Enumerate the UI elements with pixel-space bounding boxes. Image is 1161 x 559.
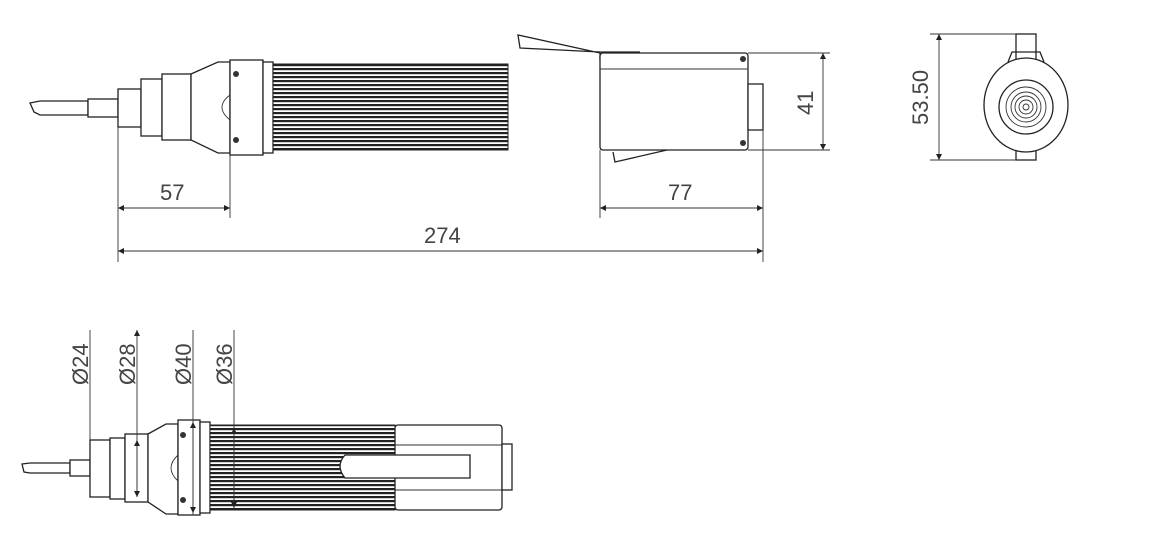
hex-shaft <box>87 98 119 118</box>
dim-d36: Ø36 <box>212 343 237 385</box>
top-view: Ø24 Ø28 Ø40 Ø36 <box>21 330 513 516</box>
dim-total-length: 274 <box>424 223 461 248</box>
top-tab <box>1015 33 1037 61</box>
chuck <box>117 88 142 128</box>
end-outline <box>983 57 1069 153</box>
dim-front-length: 57 <box>160 180 184 205</box>
dim-rear-length: 77 <box>668 180 692 205</box>
trigger-slot <box>339 454 471 479</box>
screw-icon <box>233 137 239 143</box>
clutch-housing <box>161 73 192 141</box>
side-view: 57 77 274 41 <box>29 34 830 262</box>
ribbed-grip <box>272 63 509 151</box>
screwdriver-bit <box>29 100 89 116</box>
connector <box>501 443 513 491</box>
reverse-switch <box>612 149 668 163</box>
dim-d24: Ø24 <box>68 343 93 385</box>
chuck <box>89 439 111 498</box>
screw-icon <box>233 71 239 77</box>
dim-d40: Ø40 <box>171 343 196 385</box>
end-view: 53.50 <box>908 33 1069 161</box>
dim-height: 41 <box>793 91 818 115</box>
screwdriver-bit <box>21 462 71 474</box>
nose-ring <box>140 78 163 137</box>
rear-housing <box>599 52 749 151</box>
ring <box>262 61 274 154</box>
connector <box>747 83 764 131</box>
dim-end-height: 53.50 <box>908 70 933 125</box>
dim-d28: Ø28 <box>115 343 140 385</box>
cone <box>190 61 231 154</box>
